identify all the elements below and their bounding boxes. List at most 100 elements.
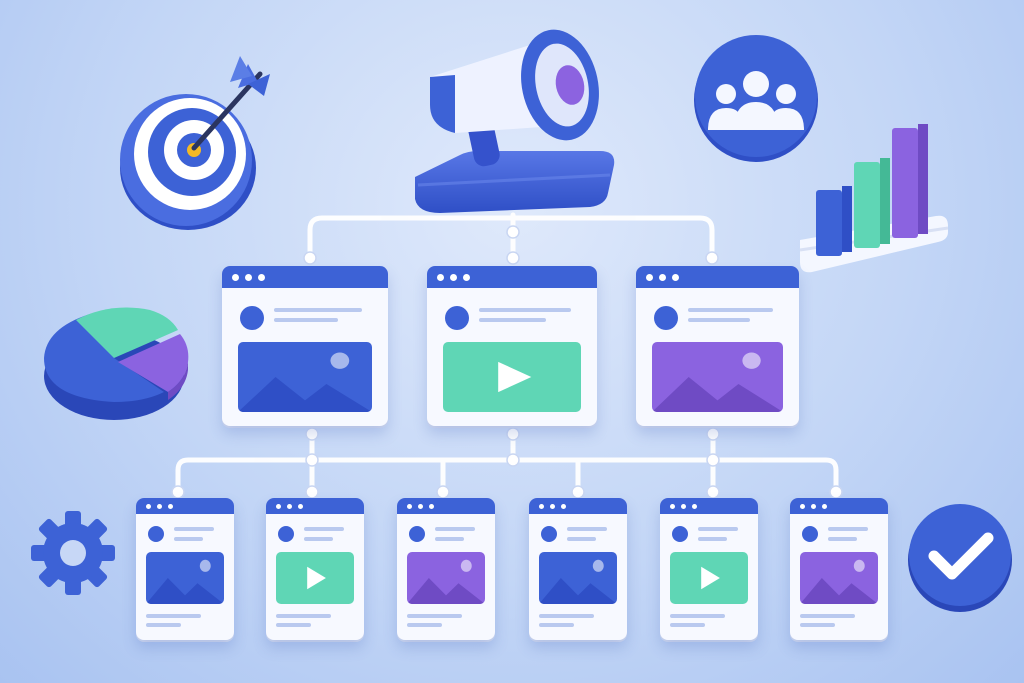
window-title-bar — [222, 266, 388, 288]
text-line — [435, 527, 476, 531]
window-dot — [539, 503, 544, 509]
avatar — [409, 526, 425, 542]
bottom-content-card[interactable] — [397, 498, 495, 640]
text-line — [407, 623, 443, 627]
window-title-bar — [397, 498, 495, 514]
window-dot — [550, 503, 555, 509]
image-thumbnail[interactable] — [407, 552, 485, 604]
image-thumbnail[interactable] — [652, 342, 783, 412]
target-icon — [120, 56, 270, 230]
text-line — [698, 537, 728, 541]
text-line — [539, 614, 594, 618]
bottom-content-card[interactable] — [529, 498, 627, 640]
text-line — [800, 614, 855, 618]
bottom-content-card[interactable] — [790, 498, 888, 640]
window-dot — [407, 503, 412, 509]
text-line — [304, 537, 334, 541]
text-line — [688, 318, 751, 322]
text-line — [670, 623, 706, 627]
image-thumbnail[interactable] — [800, 552, 878, 604]
window-dot — [437, 273, 444, 281]
text-line — [274, 318, 338, 322]
text-line — [539, 623, 575, 627]
users-icon — [694, 35, 818, 162]
text-line — [146, 614, 201, 618]
text-line — [304, 527, 345, 531]
bottom-content-card[interactable] — [266, 498, 364, 640]
window-dot — [245, 273, 252, 281]
megaphone-icon — [415, 29, 615, 213]
text-line — [146, 623, 182, 627]
text-line — [435, 537, 465, 541]
video-thumbnail[interactable] — [276, 552, 354, 604]
window-title-bar — [790, 498, 888, 514]
window-title-bar — [266, 498, 364, 514]
text-line — [174, 537, 204, 541]
bar-chart-icon — [799, 124, 949, 273]
text-line — [828, 537, 858, 541]
text-line — [567, 537, 597, 541]
window-dot — [822, 503, 827, 509]
window-dot — [157, 503, 162, 509]
avatar — [148, 526, 164, 542]
window-dot — [800, 503, 805, 509]
top-content-card[interactable] — [636, 266, 799, 426]
top-content-card[interactable] — [222, 266, 388, 426]
text-line — [479, 308, 571, 312]
text-line — [828, 527, 869, 531]
window-dot — [168, 503, 173, 509]
window-title-bar — [136, 498, 234, 514]
window-dot — [418, 503, 423, 509]
window-title-bar — [636, 266, 799, 288]
text-line — [174, 527, 215, 531]
avatar — [240, 306, 264, 330]
window-dot — [659, 273, 666, 281]
window-dot — [287, 503, 292, 509]
avatar — [445, 306, 469, 330]
window-dot — [258, 273, 265, 281]
window-dot — [429, 503, 434, 509]
text-line — [688, 308, 774, 312]
image-thumbnail[interactable] — [146, 552, 224, 604]
image-thumbnail[interactable] — [238, 342, 372, 412]
window-dot — [692, 503, 697, 509]
text-line — [567, 527, 608, 531]
avatar — [278, 526, 294, 542]
window-dot — [232, 273, 239, 281]
top-content-card[interactable] — [427, 266, 597, 426]
avatar — [541, 526, 557, 542]
pie-chart-icon — [44, 307, 189, 420]
window-dot — [811, 503, 816, 509]
window-dot — [681, 503, 686, 509]
window-dot — [463, 273, 470, 281]
window-dot — [646, 273, 653, 281]
window-dot — [670, 503, 675, 509]
window-dot — [450, 273, 457, 281]
text-line — [698, 527, 739, 531]
window-title-bar — [529, 498, 627, 514]
bottom-content-card[interactable] — [660, 498, 758, 640]
avatar — [672, 526, 688, 542]
avatar — [654, 306, 678, 330]
image-thumbnail[interactable] — [539, 552, 617, 604]
text-line — [800, 623, 836, 627]
check-icon — [908, 504, 1012, 612]
text-line — [670, 614, 725, 618]
avatar — [802, 526, 818, 542]
video-thumbnail[interactable] — [670, 552, 748, 604]
gear-icon — [31, 511, 115, 595]
window-title-bar — [427, 266, 597, 288]
window-dot — [561, 503, 566, 509]
text-line — [274, 308, 362, 312]
text-line — [276, 623, 312, 627]
window-dot — [146, 503, 151, 509]
text-line — [407, 614, 462, 618]
window-dot — [298, 503, 303, 509]
video-thumbnail[interactable] — [443, 342, 581, 412]
window-dot — [276, 503, 281, 509]
bottom-content-card[interactable] — [136, 498, 234, 640]
text-line — [479, 318, 546, 322]
window-title-bar — [660, 498, 758, 514]
window-dot — [672, 273, 679, 281]
